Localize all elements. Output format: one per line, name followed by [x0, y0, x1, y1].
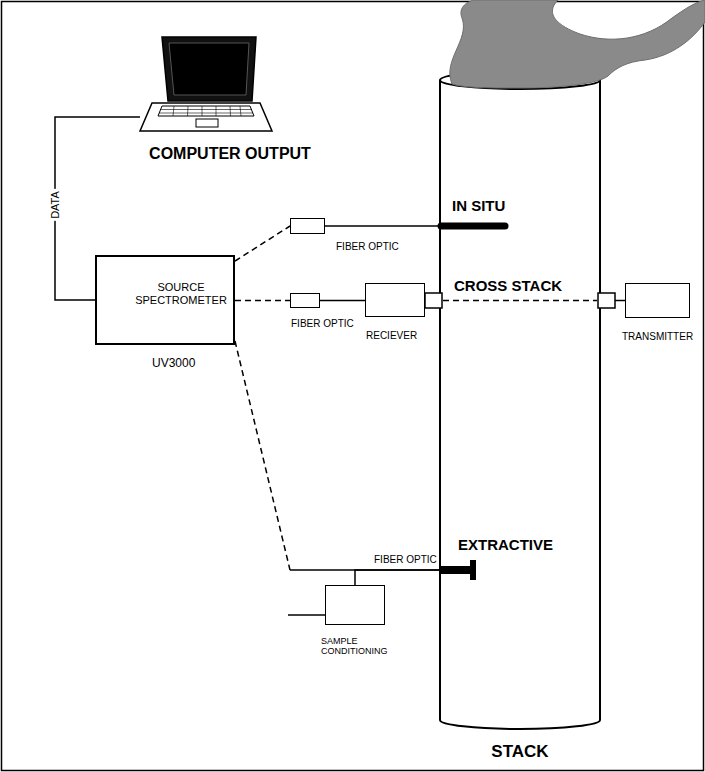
drain-line [288, 614, 325, 616]
connector-line [235, 341, 290, 570]
method-label: IN SITU [452, 197, 505, 214]
stack: IN SITU CROSS STACK EXTRACTIVE STACK [440, 70, 600, 765]
method-label: CROSS STACK [454, 277, 562, 294]
box-label: SOURCE SPECTROMETER [135, 281, 227, 306]
receiver-box: RECIEVER [365, 283, 425, 317]
spectrometer-box: SOURCE SPECTROMETERUV3000 [95, 255, 235, 345]
fiber-label: FIBER OPTIC [336, 241, 399, 253]
connector [320, 300, 365, 301]
computer-label: COMPUTER OUTPUT [140, 145, 320, 163]
model-label: UV3000 [152, 357, 195, 371]
connector-line [325, 225, 440, 227]
connector-line [235, 226, 290, 261]
connector [235, 341, 440, 570]
connector-line [235, 300, 290, 302]
connector [235, 226, 290, 261]
fiber-connector: FIBER OPTIC [290, 293, 320, 308]
method-label: EXTRACTIVE [458, 536, 553, 553]
computer-laptop: COMPUTER OUTPUT [140, 33, 320, 173]
connector-label: FIBER OPTIC [372, 553, 439, 566]
transmitter-label: TRANSMITTER [622, 331, 693, 343]
fiber-label: FIBER OPTIC [291, 318, 354, 330]
sample-conditioning-box: SAMPLE CONDITIONING [325, 585, 385, 625]
fiber-connector: FIBER OPTIC [290, 218, 325, 234]
stack-drawing [440, 70, 600, 765]
connector-label: DATA [48, 189, 62, 221]
connector [325, 226, 440, 227]
receiver-label: RECIEVER [366, 330, 417, 342]
sample-label: SAMPLE CONDITIONING [321, 636, 396, 657]
connector-line [320, 300, 365, 302]
connector [355, 570, 440, 585]
connector-line [355, 570, 440, 585]
connector [235, 300, 290, 301]
stack-label: STACK [440, 742, 600, 762]
transmitter-box: TRANSMITTER [625, 283, 690, 318]
